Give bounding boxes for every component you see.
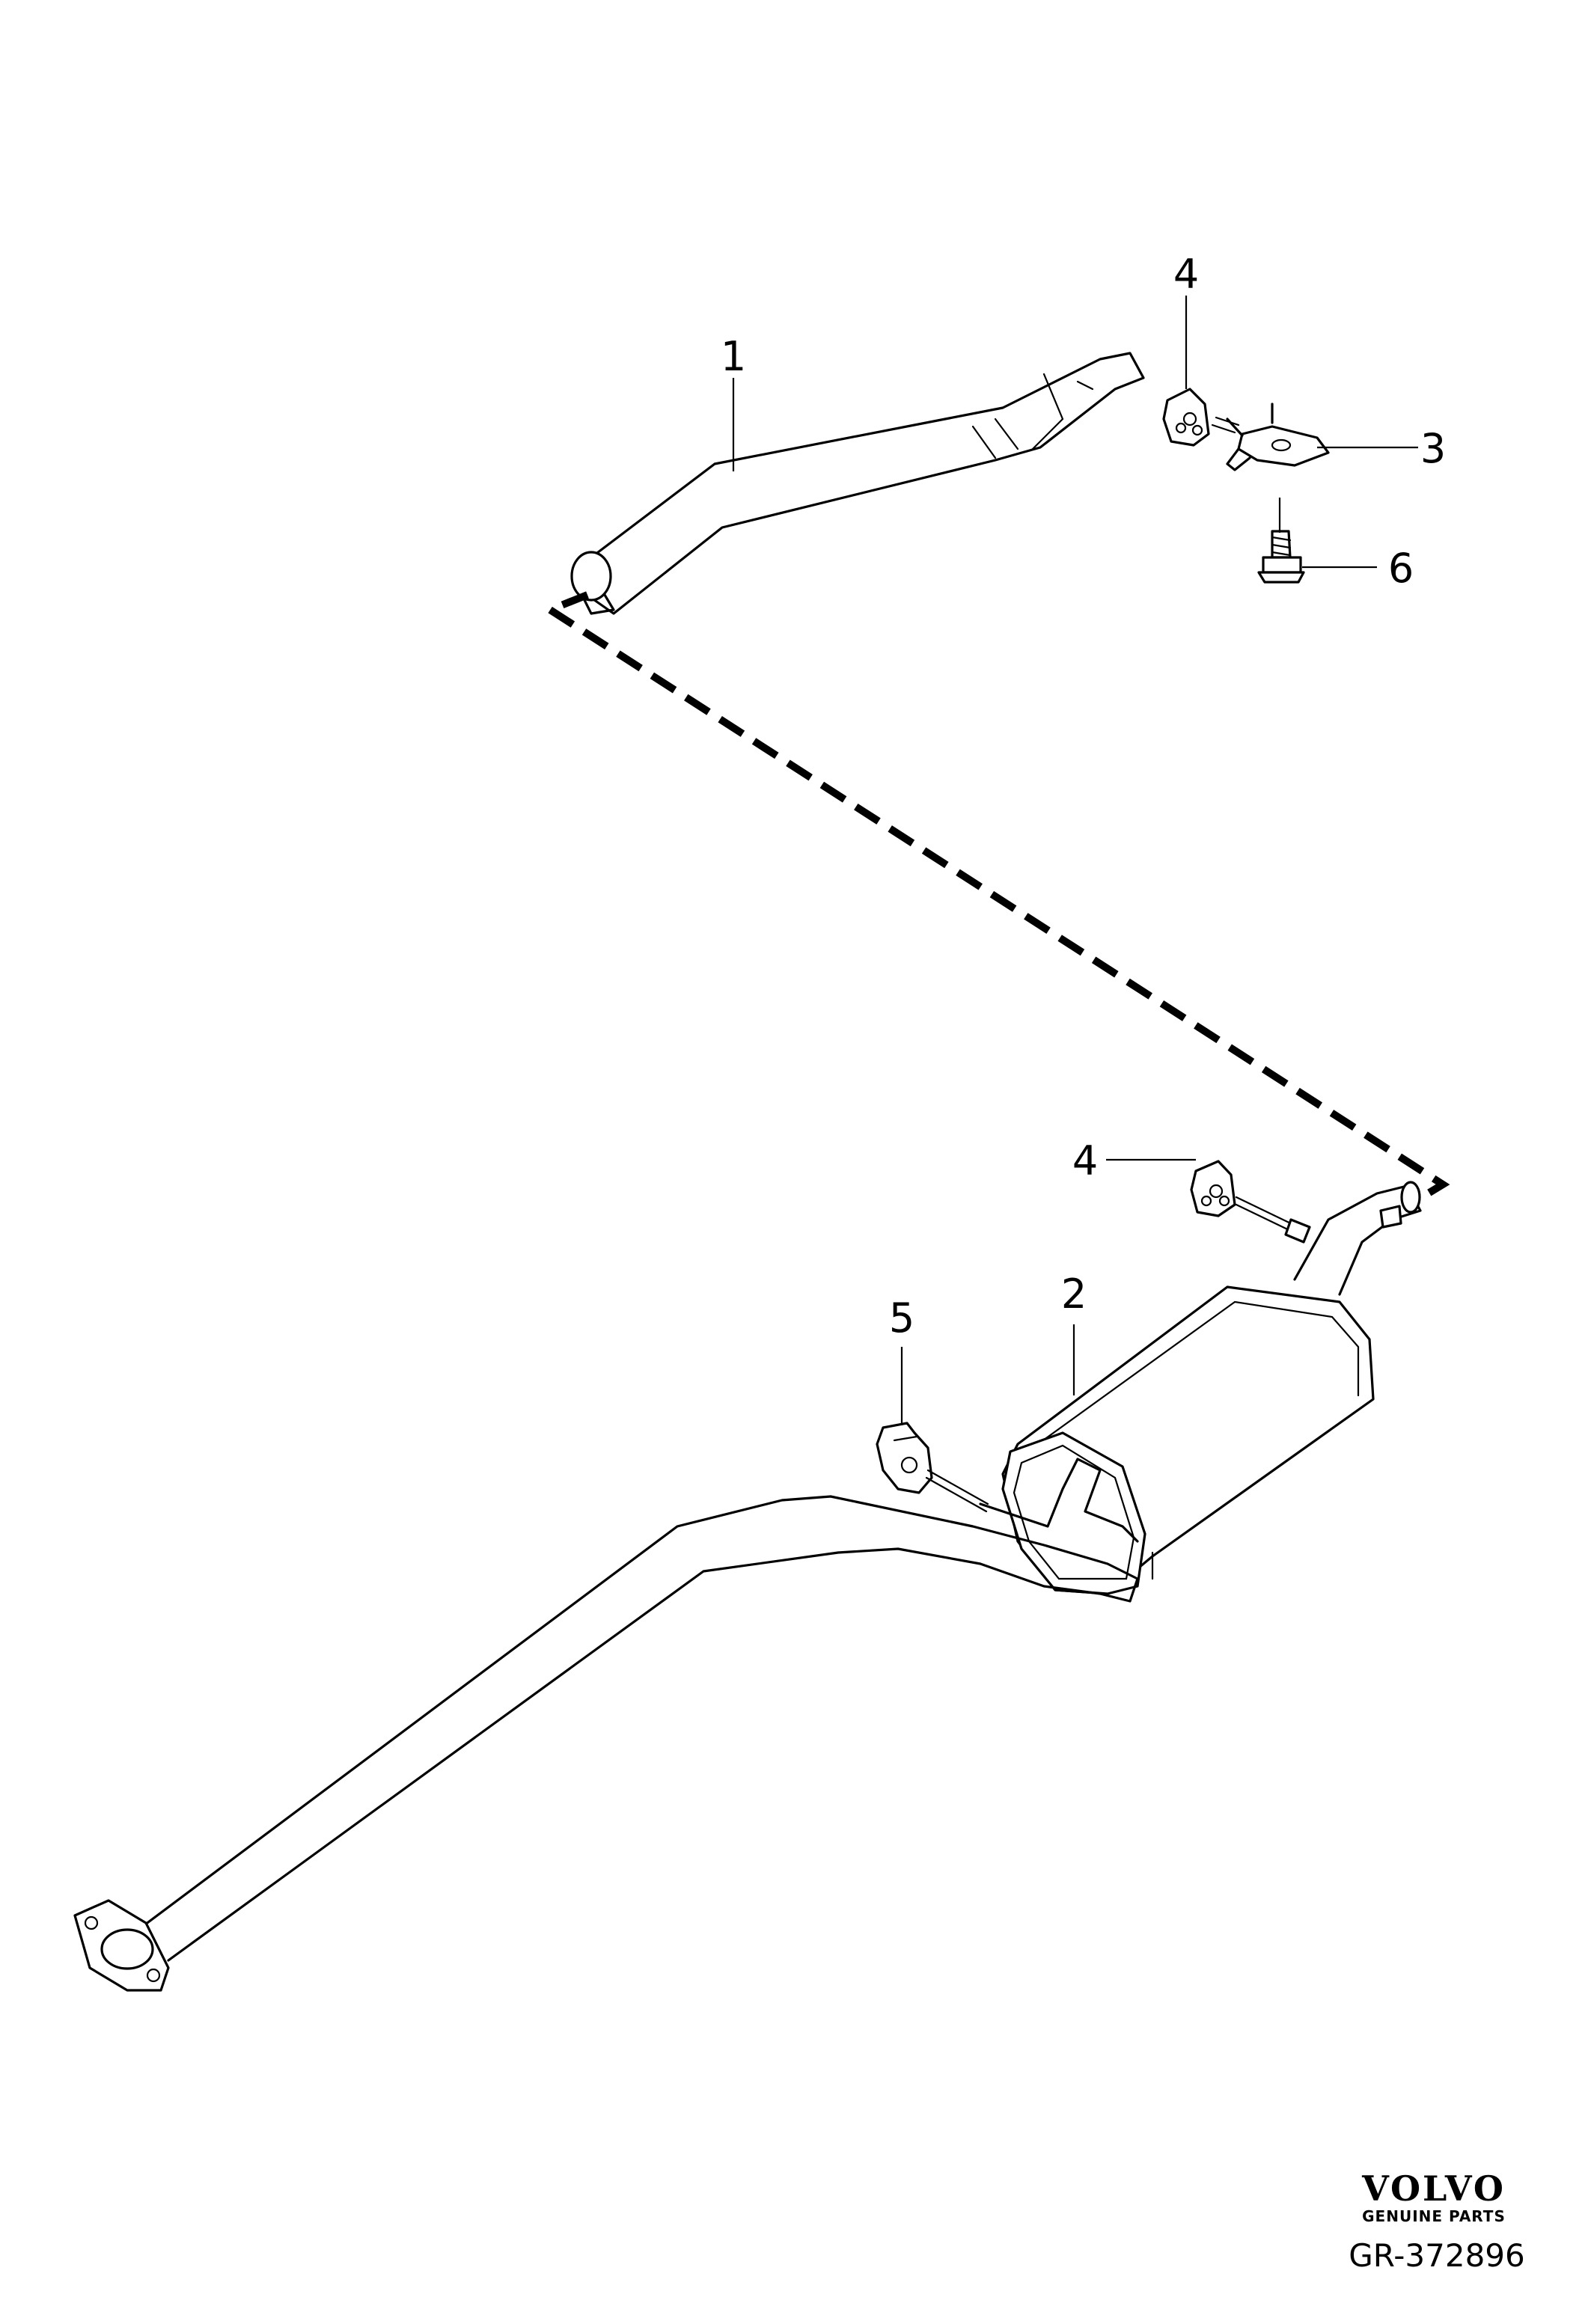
part-3-bracket <box>1226 403 1330 471</box>
callout-6: 6 <box>1388 545 1414 592</box>
part-1-tail-pipe <box>570 352 1145 615</box>
callout-2: 2 <box>1061 1270 1087 1318</box>
callout-4-top: 4 <box>1173 251 1199 298</box>
callout-4-bottom: 4 <box>1072 1137 1098 1184</box>
part-5-clamp-hanger <box>876 1422 989 1513</box>
callout-1: 1 <box>721 333 746 380</box>
callout-3: 3 <box>1420 425 1446 472</box>
brand-subtitle: GENUINE PARTS <box>1362 2207 1506 2225</box>
part-6-bolt <box>1257 530 1305 584</box>
reference-code: GR-372896 <box>1349 2237 1525 2274</box>
part-2-silencer-assembly <box>73 1181 1422 1992</box>
part-4-rubber-hanger-bottom <box>1190 1160 1311 1244</box>
connection-dashed-line <box>542 591 1450 1201</box>
brand-logo-text: VOLVO <box>1362 2168 1506 2209</box>
part-4-rubber-hanger-top <box>1162 388 1240 447</box>
callout-5: 5 <box>889 1294 914 1342</box>
leader-lines <box>732 296 1418 1425</box>
